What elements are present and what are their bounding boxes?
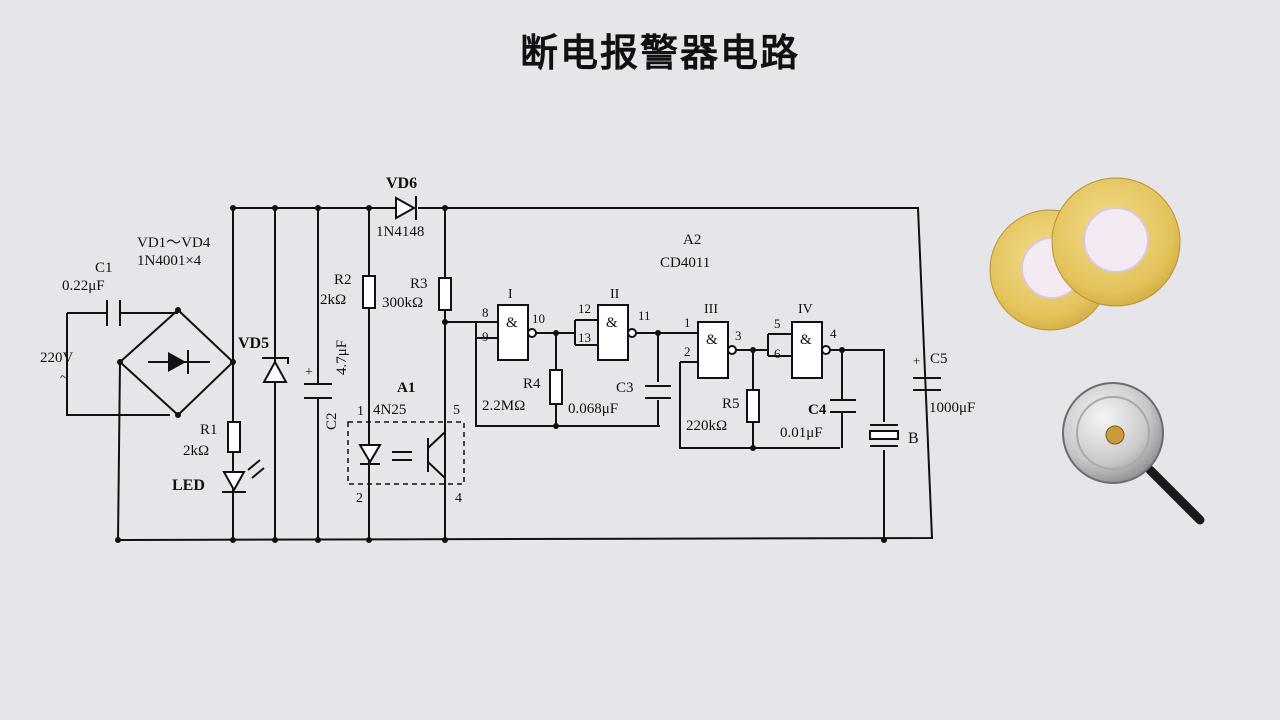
svg-text:220kΩ: 220kΩ [686,418,727,434]
svg-text:+: + [305,365,313,380]
c2-capacitor: + C2 4.7μF [304,208,350,540]
svg-text:R5: R5 [722,396,740,412]
svg-text:5: 5 [453,403,460,418]
svg-text:8: 8 [482,305,489,320]
svg-text:&: & [706,332,718,348]
svg-text:&: & [506,315,518,331]
circuit-diagram: C1 0.22μF 220V ~ VD1～VD4 1N4001×4 R1 2kΩ… [40,175,975,543]
r5-resistor: R5 220kΩ [686,350,760,448]
svg-text:4: 4 [455,491,462,506]
svg-text:2: 2 [684,344,691,359]
c1-capacitor: C1 0.22μF [62,260,113,294]
svg-text:6: 6 [774,346,781,361]
nand-gate-1: & I 8 9 10 [445,287,660,427]
svg-text:&: & [606,315,618,331]
svg-text:2: 2 [356,491,363,506]
svg-text:3: 3 [735,328,742,343]
c5-capacitor: + C5 1000μF [913,351,975,416]
svg-text:I: I [508,287,513,302]
r4-resistor: R4 2.2MΩ [482,330,563,429]
svg-text:0.01μF: 0.01μF [780,425,823,441]
svg-text:&: & [800,332,812,348]
svg-text:C2: C2 [324,412,340,430]
svg-text:VD6: VD6 [386,175,417,192]
buzzer-b: B [869,424,919,447]
svg-text:LED: LED [172,477,205,494]
svg-text:2kΩ: 2kΩ [183,443,209,459]
svg-text:4.7μF: 4.7μF [334,340,350,375]
svg-text:2kΩ: 2kΩ [320,292,346,308]
svg-text:VD5: VD5 [238,335,269,352]
r1-led: R1 2kΩ LED [172,421,265,494]
svg-text:C4: C4 [808,402,827,418]
svg-text:300kΩ: 300kΩ [382,295,423,311]
a2-label: A2 [683,232,701,248]
svg-text:1000μF: 1000μF [929,400,975,416]
metal-buzzer-icon [1062,382,1205,525]
piezo-disc-icon [989,177,1181,331]
svg-text:9: 9 [482,329,489,344]
svg-text:4N25: 4N25 [373,402,406,418]
svg-text:II: II [610,287,620,302]
nand-gate-3: & III 1 2 3 [658,302,840,449]
svg-text:2.2MΩ: 2.2MΩ [482,398,525,414]
vd6-diode: VD6 1N4148 [376,175,424,240]
svg-text:B: B [908,430,919,447]
svg-text:III: III [704,302,718,317]
ac-symbol: ~ [60,370,68,386]
a1-optocoupler: A1 4N25 1 2 4 5 [347,380,465,506]
svg-text:VD1～VD4: VD1～VD4 [137,235,211,251]
svg-text:+: + [913,353,920,368]
nand-gate-2: & II 12 13 11 [574,287,661,426]
svg-text:1N4148: 1N4148 [376,224,424,240]
svg-text:C5: C5 [930,351,948,367]
vd5-zener: VD5 [238,208,289,540]
junction-dots [115,205,887,543]
svg-text:IV: IV [798,302,813,317]
svg-text:C3: C3 [616,380,634,396]
svg-text:12: 12 [578,301,591,316]
svg-text:5: 5 [774,316,781,331]
voltage-label: 220V [40,350,74,366]
svg-text:C1: C1 [95,260,113,276]
svg-text:1: 1 [684,315,691,330]
svg-text:13: 13 [578,330,591,345]
svg-text:1: 1 [357,404,364,419]
svg-text:1N4001×4: 1N4001×4 [137,253,202,269]
svg-text:0.22μF: 0.22μF [62,278,105,294]
svg-text:4: 4 [830,326,837,341]
svg-text:10: 10 [532,311,545,326]
bridge-rectifier: VD1～VD4 1N4001×4 [117,235,236,541]
svg-text:0.068μF: 0.068μF [568,401,618,417]
r3-resistor: R3 300kΩ [382,208,452,540]
ac-input [66,300,178,416]
nand-gate-4: & IV 5 6 4 [767,302,885,540]
svg-text:A1: A1 [397,380,415,396]
a2-part: CD4011 [660,255,710,271]
svg-text:R3: R3 [410,276,428,292]
svg-text:R4: R4 [523,376,541,392]
c4-capacitor: C4 0.01μF [780,350,856,448]
page-title: 断电报警器电路 [519,31,800,75]
svg-text:R1: R1 [200,422,218,438]
c3-capacitor: C3 0.068μF [568,380,671,417]
svg-text:R2: R2 [334,272,352,288]
svg-text:11: 11 [638,308,651,323]
